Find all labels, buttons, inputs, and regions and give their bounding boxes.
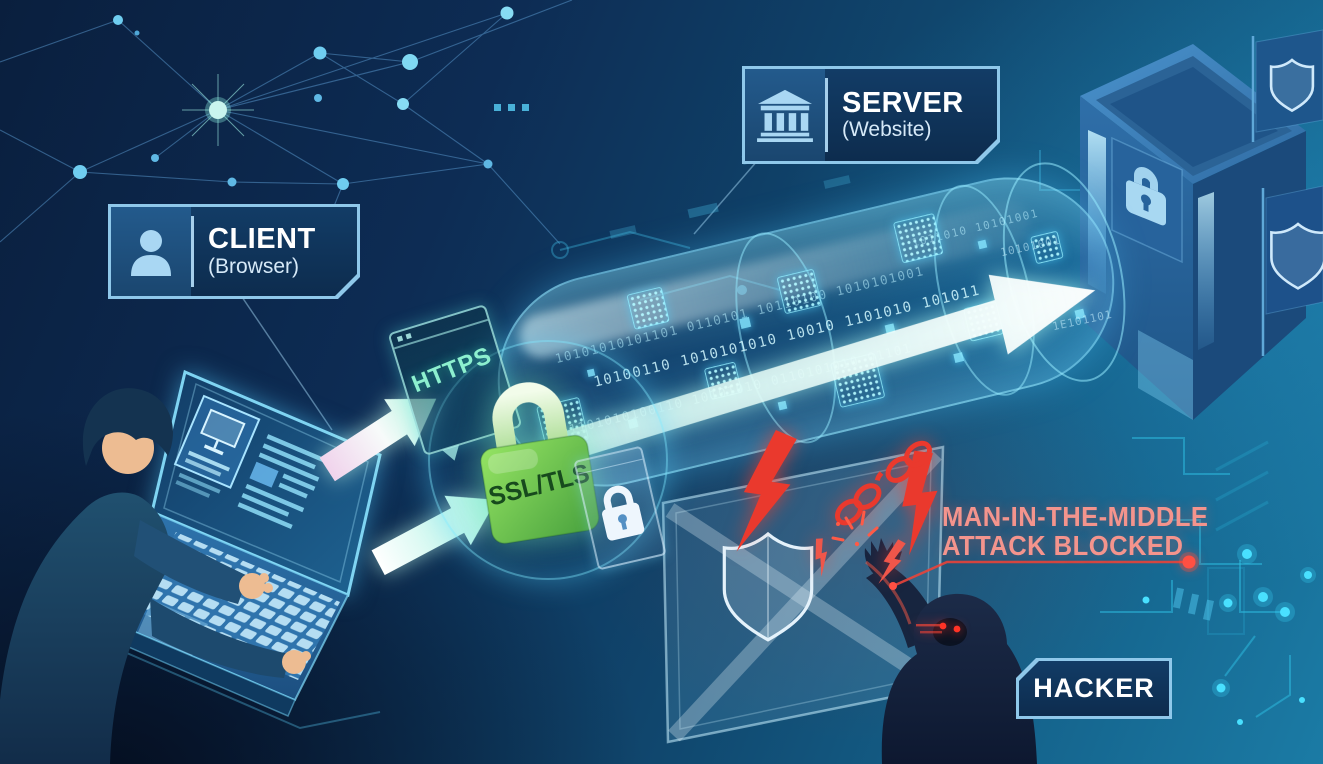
padlock-body — [480, 434, 600, 545]
bank-icon — [745, 69, 825, 161]
window-dot-icon — [396, 335, 404, 342]
secure-window-icon — [573, 445, 667, 571]
shield-flag-bottom — [1261, 185, 1323, 356]
client-label-plate: CLIENT (Browser) — [108, 204, 360, 299]
client-title: CLIENT — [208, 223, 316, 256]
data-flow-arrow — [551, 274, 1096, 465]
encrypted-tunnel: 10101010101101 0110101 10110100 10101010… — [475, 149, 1146, 509]
plate-divider — [825, 78, 828, 152]
shield-icon — [1271, 224, 1323, 288]
server-title: SERVER — [842, 86, 964, 119]
attack-text-line1: MAN-IN-THE-MIDDLE — [942, 501, 1209, 532]
hacker-title: HACKER — [1033, 673, 1155, 704]
plate-divider — [191, 216, 194, 287]
server-label-plate: SERVER (Website) — [742, 66, 1000, 164]
attack-text-line2: ATTACK BLOCKED — [942, 530, 1184, 561]
padlock-shackle — [492, 382, 569, 463]
shield-flag-top — [1251, 29, 1323, 142]
ssl-tls-padlock: SSL/TLS — [458, 344, 608, 551]
lock-icon — [1126, 166, 1166, 226]
window-dot-icon — [405, 333, 412, 340]
circuit-glow-dots — [1142, 544, 1316, 725]
client-subtitle: (Browser) — [208, 254, 300, 278]
network-nodes — [73, 6, 529, 190]
server-subtitle: (Website) — [842, 118, 932, 142]
attack-blocked-text: MAN-IN-THE-MIDDLE ATTACK BLOCKED — [942, 502, 1208, 560]
user-icon — [111, 207, 191, 296]
lock-icon — [602, 485, 645, 541]
hacker-label-plate: HACKER — [1016, 658, 1172, 719]
network-mesh — [0, 0, 573, 291]
shield-icon — [1271, 60, 1313, 111]
